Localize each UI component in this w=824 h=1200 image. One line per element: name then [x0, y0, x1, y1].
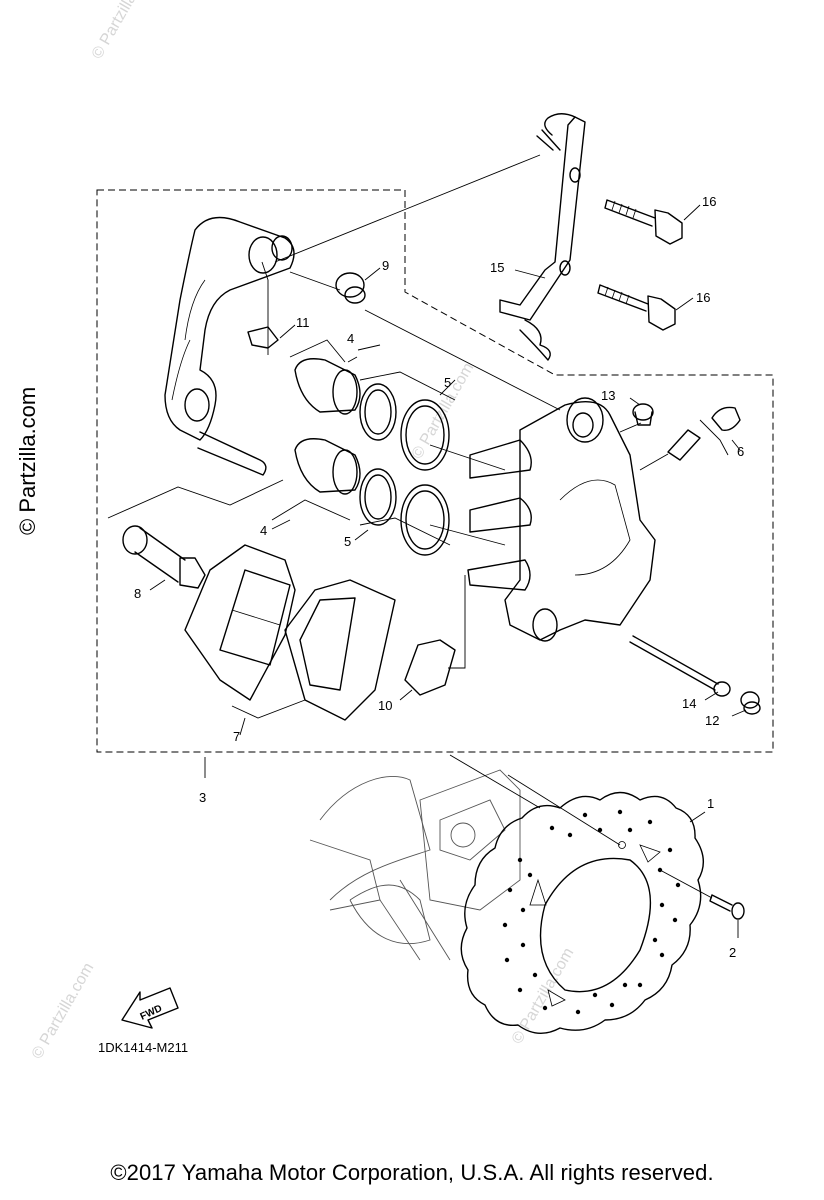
- callout-9: 9: [382, 258, 389, 273]
- fork-hub-background: [309, 769, 521, 961]
- callout-numbers: 1 2 3 4 4 5 5 6 7 8 9 10 11 12 13 14 15 …: [134, 194, 744, 960]
- bracket-clip: [247, 326, 279, 349]
- bracket-bolt-upper: [604, 199, 683, 245]
- callout-15: 15: [490, 260, 504, 275]
- callout-4: 4: [260, 523, 267, 538]
- callout-5: 5: [444, 375, 451, 390]
- piston-seals: [359, 383, 450, 556]
- bleeder-cap: [632, 403, 654, 426]
- callout-16: 16: [702, 194, 716, 209]
- callout-4: 4: [347, 331, 354, 346]
- caliper-assembly-boundary: [96, 189, 774, 753]
- watermark-side: © Partzilla.com: [15, 387, 40, 535]
- caliper-body: [467, 397, 656, 642]
- pad-spring: [404, 639, 456, 696]
- fwd-label: FWD: [139, 1003, 164, 1023]
- callout-6: 6: [737, 444, 744, 459]
- hose-bracket: [499, 113, 586, 361]
- copyright-notice: ©2017 Yamaha Motor Corporation, U.S.A. A…: [110, 1160, 714, 1185]
- callout-14: 14: [682, 696, 696, 711]
- callout-3: 3: [199, 790, 206, 805]
- fwd-arrow-icon: FWD: [121, 987, 179, 1029]
- caliper-pistons: [294, 358, 361, 495]
- bracket-bolt-lower: [597, 284, 676, 331]
- callout-16: 16: [696, 290, 710, 305]
- watermark-faint: © Partzilla.com: [89, 0, 158, 62]
- bracket-bolt: [122, 525, 206, 589]
- disc-holes: [502, 809, 681, 1015]
- brake-disc: [460, 791, 704, 1034]
- callout-2: 2: [729, 945, 736, 960]
- pin-boot: [335, 272, 366, 304]
- watermark-faint: © Partzilla.com: [509, 945, 578, 1047]
- disc-bolt: [709, 894, 745, 920]
- pin-plug: [740, 691, 761, 715]
- callout-12: 12: [705, 713, 719, 728]
- pad-pin: [629, 635, 731, 697]
- caliper-bracket: [164, 216, 295, 476]
- figure-code: 1DK1414-M211: [98, 1040, 188, 1055]
- brake-pads: [184, 544, 396, 721]
- leader-lines: [107, 154, 747, 938]
- callout-10: 10: [378, 698, 392, 713]
- callout-7: 7: [233, 729, 240, 744]
- watermark-faint: © Partzilla.com: [29, 960, 98, 1062]
- bleeder-screw: [667, 406, 741, 461]
- callout-8: 8: [134, 586, 141, 601]
- callout-1: 1: [707, 796, 714, 811]
- callout-5: 5: [344, 534, 351, 549]
- callout-13: 13: [601, 388, 615, 403]
- callout-11: 11: [296, 315, 310, 330]
